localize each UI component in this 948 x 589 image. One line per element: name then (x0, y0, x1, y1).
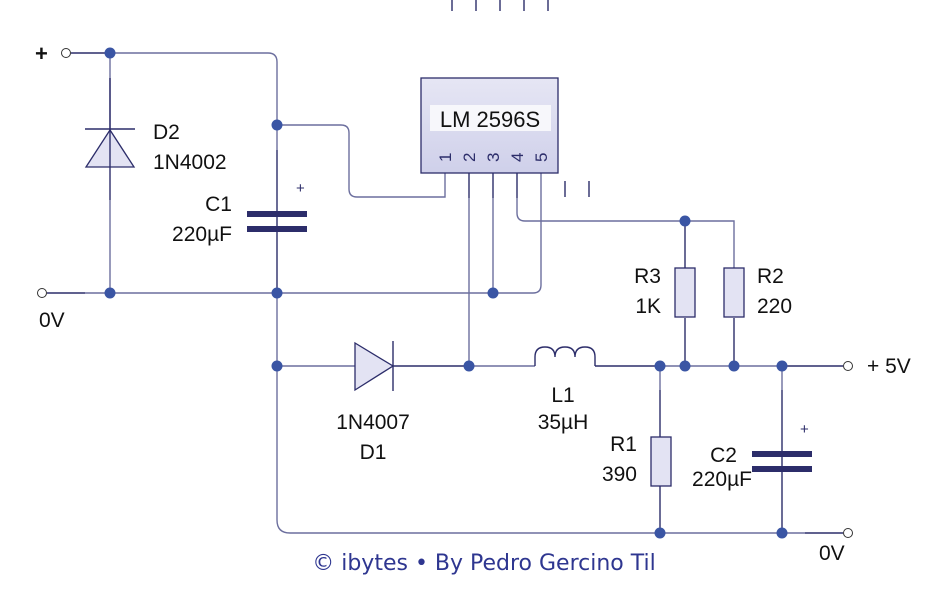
c2-polarity: + (800, 421, 809, 438)
capacitor-c1: + C1 220µF (172, 180, 307, 246)
r2-value: 220 (757, 295, 792, 318)
junction-dot (271, 287, 283, 299)
r3-ref: R3 (634, 265, 661, 288)
junction-dot (679, 215, 691, 227)
junction-dot (654, 360, 666, 372)
r3-value: 1K (635, 295, 661, 318)
terminal-output-positive: + 5V (843, 355, 911, 378)
ic-name: LM 2596S (440, 107, 540, 132)
junction-dot (679, 360, 691, 372)
pin-label-1: 1 (436, 153, 455, 162)
terminal-input-positive: + (35, 41, 71, 66)
junction-dot (271, 360, 283, 372)
c2-value: 220µF (692, 468, 752, 491)
junctions (104, 47, 788, 539)
ic-lm2596s: LM 2596S 1 2 3 4 5 (420, 77, 559, 174)
output-ground-label: 0V (819, 542, 845, 565)
inductor-l1: L1 35µH (534, 346, 596, 434)
d2-ref: D2 (153, 121, 180, 144)
output-positive-label: + 5V (867, 355, 911, 378)
capacitor-c2: + C2 220µF (692, 421, 812, 491)
top-stubs (451, 0, 590, 197)
pin-label-3: 3 (484, 153, 503, 162)
junction-dot (104, 47, 116, 59)
c1-polarity: + (296, 180, 305, 197)
pin-label-4: 4 (508, 153, 527, 162)
d2-value: 1N4002 (153, 151, 227, 174)
credit-text: © ibytes • By Pedro Gercino Til (312, 551, 656, 576)
terminal-output-ground: 0V (819, 528, 853, 565)
junction-dot (776, 360, 788, 372)
input-ground-label: 0V (39, 309, 65, 332)
r1-value: 390 (602, 463, 637, 486)
terminal-input-ground: 0V (37, 288, 65, 332)
d1-ref: D1 (360, 441, 387, 464)
pin-label-5: 5 (532, 153, 551, 162)
junction-dot (104, 287, 116, 299)
input-positive-label: + (35, 41, 48, 66)
l1-ref: L1 (551, 384, 574, 407)
r2-ref: R2 (757, 265, 784, 288)
l1-value: 35µH (538, 411, 589, 434)
junction-dot (776, 527, 788, 539)
ic-pin-labels: 1 2 3 4 5 (436, 153, 551, 162)
junction-dot (271, 119, 283, 131)
c2-ref: C2 (710, 444, 737, 467)
junction-dot (463, 360, 475, 372)
resistor-r3: R3 1K (634, 265, 696, 318)
diode-d1: 1N4007 D1 (336, 341, 410, 464)
c1-value: 220µF (172, 223, 232, 246)
resistor-r1: R1 390 (602, 433, 672, 487)
wires (47, 52, 843, 534)
junction-dot (487, 287, 499, 299)
junction-dot (654, 527, 666, 539)
diode-d2: D2 1N4002 (84, 121, 227, 174)
pin-label-2: 2 (460, 153, 479, 162)
d1-value: 1N4007 (336, 411, 410, 434)
r1-ref: R1 (610, 433, 637, 456)
resistor-r2: R2 220 (723, 265, 792, 318)
junction-dot (728, 360, 740, 372)
c1-ref: C1 (205, 193, 232, 216)
